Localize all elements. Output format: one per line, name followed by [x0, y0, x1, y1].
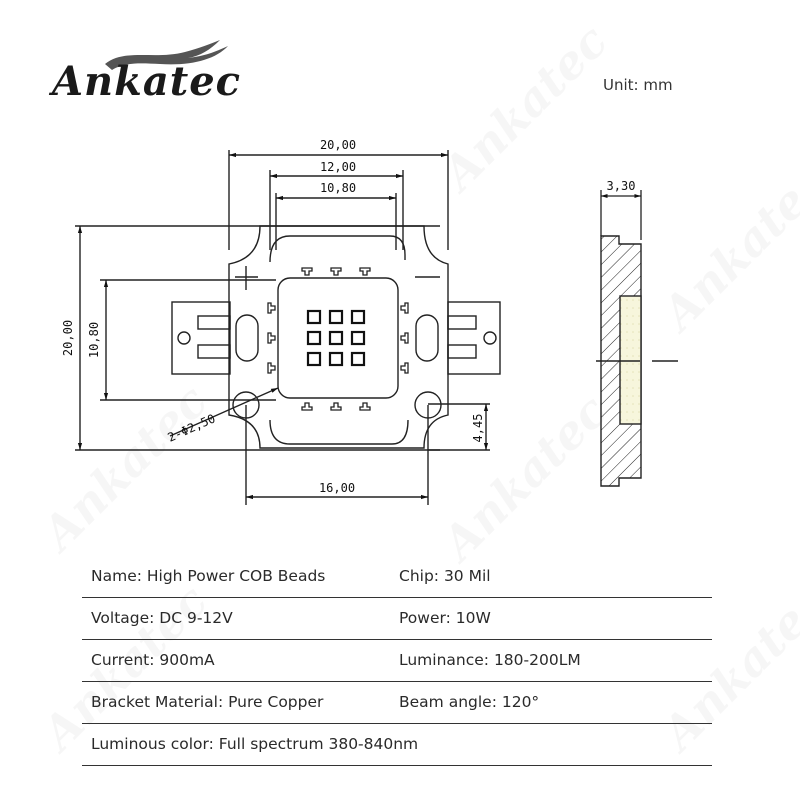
- spec-power: Power: 10W: [399, 609, 491, 627]
- dim-height-overall: 20,00: [61, 320, 75, 356]
- dim-width-overall: 20,00: [320, 138, 356, 152]
- dim-height-die: 10,80: [87, 322, 101, 358]
- spec-table: Name: High Power COB Beads Chip: 30 Mil …: [82, 556, 712, 766]
- spec-name: Name: High Power COB Beads: [91, 567, 326, 585]
- dim-width-inner: 12,00: [320, 160, 356, 174]
- spec-row: Voltage: DC 9-12V Power: 10W: [82, 598, 712, 640]
- spec-chip: Chip: 30 Mil: [399, 567, 491, 585]
- spec-row: Bracket Material: Pure Copper Beam angle…: [82, 682, 712, 724]
- spec-row: Current: 900mA Luminance: 180-200LM: [82, 640, 712, 682]
- spec-luminance: Luminance: 180-200LM: [399, 651, 581, 669]
- side-view: 3,30: [596, 179, 678, 487]
- spec-luminous-color: Luminous color: Full spectrum 380-840nm: [91, 735, 419, 753]
- dim-thickness: 3,30: [607, 179, 636, 193]
- spec-current: Current: 900mA: [91, 651, 215, 669]
- brand-logo: Ankatec: [50, 38, 240, 108]
- bond-pads: [267, 267, 409, 411]
- led-chip-grid: [306, 309, 366, 367]
- dim-hole-diameter: 2-Φ2,50: [166, 411, 218, 444]
- spec-beam-angle: Beam angle: 120°: [399, 693, 540, 711]
- spec-row: Name: High Power COB Beads Chip: 30 Mil: [82, 556, 712, 598]
- dim-hole-offset: 4,45: [471, 414, 485, 443]
- swoosh-icon: [105, 40, 228, 70]
- logo-wordmark: Ankatec: [52, 58, 242, 105]
- dim-hole-spacing: 16,00: [319, 481, 355, 495]
- technical-drawing: 20,00 12,00 10,80 16,00 20,00 10,80 4,45…: [61, 138, 678, 505]
- dim-width-die: 10,80: [320, 181, 356, 195]
- front-view: [75, 150, 501, 505]
- spec-row: Luminous color: Full spectrum 380-840nm: [82, 724, 712, 766]
- spec-voltage: Voltage: DC 9-12V: [91, 609, 233, 627]
- unit-label: Unit: mm: [603, 76, 673, 94]
- spec-bracket-material: Bracket Material: Pure Copper: [91, 693, 324, 711]
